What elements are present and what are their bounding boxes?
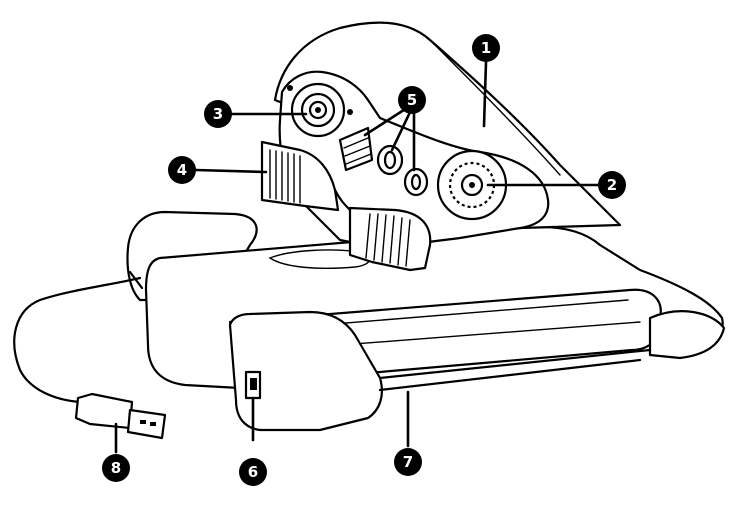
- callout-2-label: 2: [607, 176, 617, 194]
- callout-3-label: 3: [213, 105, 223, 123]
- callout-7: 7: [394, 448, 422, 476]
- rotary-wheel: [436, 149, 508, 221]
- callout-1-label: 1: [481, 39, 491, 57]
- paddles: [260, 140, 432, 272]
- callout-4: 4: [168, 156, 196, 184]
- callout-1: 1: [472, 34, 500, 62]
- leader-lines: [114, 60, 602, 454]
- callout-3: 3: [204, 100, 232, 128]
- callout-6-label: 6: [248, 463, 258, 481]
- callout-8-label: 8: [111, 459, 121, 477]
- callout-5-label: 5: [407, 91, 417, 109]
- callout-2: 2: [598, 171, 626, 199]
- usb-cable: [13, 270, 167, 440]
- callout-7-label: 7: [403, 453, 413, 471]
- base-unit: [126, 210, 726, 432]
- usb-connector: [74, 392, 134, 430]
- callout-8: 8: [102, 454, 130, 482]
- callout-4-label: 4: [177, 161, 187, 179]
- callout-6: 6: [239, 458, 267, 486]
- buttons-cluster: [338, 126, 429, 197]
- mini-stick: [290, 82, 346, 138]
- callout-5: 5: [398, 86, 426, 114]
